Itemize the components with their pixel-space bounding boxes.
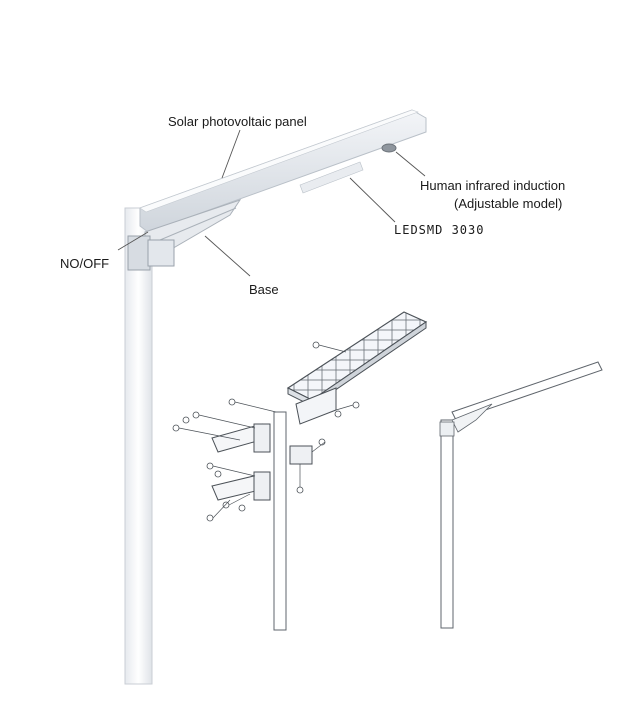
exploded-view <box>172 311 428 631</box>
solar-panel-label: Solar photovoltaic panel <box>168 114 307 129</box>
assembled-lamp <box>439 361 603 629</box>
exploded-solar-panel <box>286 311 428 401</box>
infrared-label-line1: Human infrared induction <box>420 178 566 193</box>
main-pole <box>124 207 153 685</box>
clamp-plate <box>147 239 175 267</box>
exploded-pole <box>273 411 287 631</box>
pole-clamp <box>127 235 151 271</box>
lamp-top-face <box>139 109 419 213</box>
led-label: LEDSMD 3030 <box>394 223 485 237</box>
switch-label: NO/OFF <box>60 256 110 271</box>
led-strip <box>299 161 364 194</box>
main-lamp <box>117 109 427 685</box>
clamp-block <box>289 445 313 465</box>
base-label: Base <box>249 282 279 297</box>
infrared-sensor <box>381 143 397 153</box>
assembled-pole <box>440 419 454 629</box>
infrared-label-line2: (Adjustable model) <box>454 196 563 211</box>
